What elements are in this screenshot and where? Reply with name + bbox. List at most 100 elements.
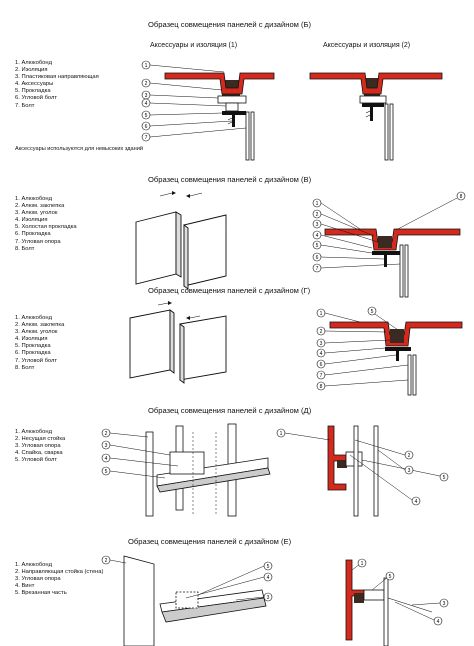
legend-item: 2. Изоляция xyxy=(15,67,48,74)
panel-face xyxy=(135,211,177,285)
section-e-legend: 1. Алюкобонд 2. Направляющая стойка (сте… xyxy=(15,562,103,597)
svg-text:1: 1 xyxy=(145,63,148,69)
support-post xyxy=(245,111,250,161)
legend-item: 4. Винт xyxy=(15,583,35,590)
callout-leader xyxy=(149,112,223,116)
panel-edge xyxy=(179,323,185,384)
callout-7: 7 xyxy=(316,370,326,380)
support-post xyxy=(384,103,389,161)
legend-item: 7. Угловой болт xyxy=(15,357,58,364)
callout-5: 5 xyxy=(263,561,273,571)
svg-text:5: 5 xyxy=(316,243,319,249)
callout-leader xyxy=(361,459,441,477)
callout-leader xyxy=(149,94,219,99)
bolt-thread xyxy=(227,117,233,121)
callout-leader xyxy=(109,470,166,479)
arrow-line xyxy=(189,315,201,319)
panel-red xyxy=(164,72,275,95)
legend-item: 7. Угловая опора xyxy=(15,238,61,245)
svg-text:3: 3 xyxy=(145,93,148,99)
legend-item: 1. Алюкобонд xyxy=(15,315,52,321)
plastic-guide xyxy=(359,95,387,104)
callout-leader xyxy=(149,102,227,107)
legend-item: 6. Угловой болт xyxy=(15,95,58,102)
angle-support-edge xyxy=(161,597,267,623)
legend-item: 4. Спайка, сварка xyxy=(15,450,63,457)
callout-3: 3 xyxy=(141,90,151,100)
svg-text:4: 4 xyxy=(320,351,323,357)
callout-leader xyxy=(349,454,413,501)
callout-2: 2 xyxy=(101,428,111,438)
joint-diagram-g xyxy=(324,311,463,396)
section-b-subtitle-left: Аксессуары и изоляция (1) xyxy=(150,42,238,49)
arrow-head xyxy=(168,301,172,305)
insulation-block xyxy=(390,329,404,343)
svg-text:2: 2 xyxy=(408,453,411,459)
svg-text:1: 1 xyxy=(280,431,283,437)
gasket xyxy=(222,111,246,115)
callout-leader xyxy=(149,127,247,138)
callout-4: 4 xyxy=(316,348,326,358)
joint-diagram-b1 xyxy=(149,64,275,161)
panel-3d-sketch-v xyxy=(135,191,227,290)
legend-item: 5. Холостая прокладка xyxy=(15,224,77,231)
legend-item: 5. Угловой болт xyxy=(15,457,58,464)
callout-leader xyxy=(320,256,385,260)
section-b-note: Аксессуары используются для невысоких зд… xyxy=(15,146,143,152)
angle-support xyxy=(404,244,409,298)
section-v-legend: 1. Алюкобонд 2. Алюм. заклепка 3. Алюм. … xyxy=(15,196,77,253)
screw-line xyxy=(387,597,433,613)
wall-post xyxy=(123,555,155,646)
angle-rail-edge xyxy=(156,467,271,493)
legend-item: 3. Алюм. уголок xyxy=(15,329,58,336)
svg-text:5: 5 xyxy=(443,475,446,481)
svg-text:5: 5 xyxy=(267,564,270,570)
callout-leader xyxy=(320,202,361,230)
callout-6: 6 xyxy=(312,252,322,262)
callout-leader xyxy=(354,439,406,456)
legend-item: 3. Пластиковая направляющая xyxy=(15,74,99,81)
svg-text:3: 3 xyxy=(443,601,446,607)
callout-leader xyxy=(324,312,361,323)
legend-item: 7. Болт xyxy=(15,102,35,109)
bolt-shank xyxy=(396,351,399,361)
joint-diagram-v xyxy=(320,197,461,298)
legend-item: 1. Алюкобонд xyxy=(15,429,52,435)
svg-text:1: 1 xyxy=(320,311,323,317)
callout-3: 3 xyxy=(263,592,273,602)
callout-leader xyxy=(320,244,373,254)
svg-text:7: 7 xyxy=(145,135,148,141)
insulation-block xyxy=(354,593,364,603)
arrow-head xyxy=(186,194,190,198)
legend-item: 1. Алюкобонд xyxy=(15,60,52,66)
legend-item: 1. Алюкобонд xyxy=(15,562,52,568)
callout-1: 1 xyxy=(312,198,322,208)
callout-4: 4 xyxy=(101,453,111,463)
callout-2: 2 xyxy=(312,209,322,219)
callout-8: 8 xyxy=(316,381,326,391)
callout-1: 1 xyxy=(357,558,367,568)
arrow-line xyxy=(157,302,169,306)
callout-leader xyxy=(324,379,409,387)
callout-5: 5 xyxy=(312,240,322,250)
panel-face xyxy=(179,315,227,381)
svg-text:5: 5 xyxy=(371,309,374,315)
angle-support xyxy=(412,354,417,396)
svg-text:3: 3 xyxy=(267,595,270,601)
section-g-title: Образец совмещения панелей с дизайном (Г… xyxy=(148,286,311,295)
legend-item: 4. Изоляция xyxy=(15,336,48,343)
angle-support xyxy=(399,244,404,298)
bearing-post xyxy=(373,425,379,517)
svg-text:8: 8 xyxy=(460,194,463,200)
callout-3: 3 xyxy=(312,219,322,229)
bolt-thread xyxy=(365,114,371,118)
svg-text:2: 2 xyxy=(105,558,108,564)
callout-leader xyxy=(109,457,179,467)
legend-item: 2. Алюм. заклепка xyxy=(15,203,65,210)
callout-4: 4 xyxy=(263,572,273,582)
joint-diagram-d xyxy=(284,425,441,517)
callout-2: 2 xyxy=(141,78,151,88)
callout-2: 2 xyxy=(101,555,111,565)
callout-2: 2 xyxy=(316,326,326,336)
